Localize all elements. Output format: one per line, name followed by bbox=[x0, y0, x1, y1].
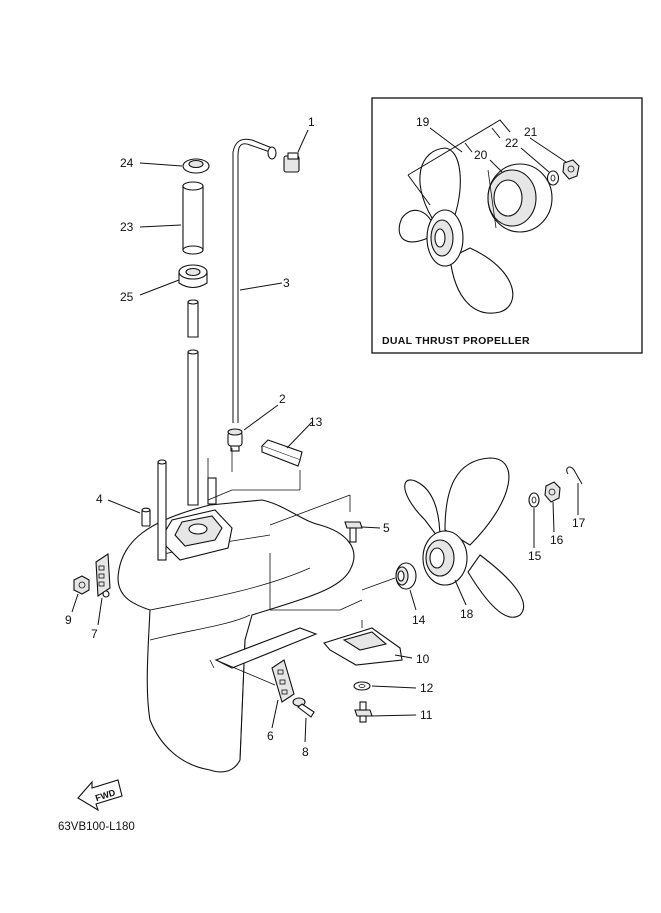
callout-24: 24 bbox=[120, 156, 134, 170]
grommet-1 bbox=[283, 152, 300, 173]
diagram-code: 63VB100-L180 bbox=[58, 821, 135, 833]
propeller-18 bbox=[404, 457, 525, 618]
callout-6: 6 bbox=[267, 729, 274, 743]
callout-leaders bbox=[71, 129, 579, 743]
callout-8: 8 bbox=[302, 745, 309, 759]
nut-9 bbox=[73, 575, 90, 595]
water-pipe-3 bbox=[237, 143, 271, 423]
callout-10: 10 bbox=[416, 652, 430, 666]
seal-2 bbox=[227, 428, 243, 452]
callout-22: 22 bbox=[505, 136, 519, 150]
damper-13 bbox=[261, 439, 303, 467]
callout-11: 11 bbox=[420, 708, 433, 722]
callout-1: 1 bbox=[308, 115, 315, 129]
cotter-pin-17 bbox=[566, 466, 583, 485]
callout-19: 19 bbox=[416, 115, 430, 129]
callout-17: 17 bbox=[572, 516, 586, 530]
seal-24 bbox=[182, 158, 210, 174]
callout-3: 3 bbox=[283, 276, 290, 290]
washer-15 bbox=[528, 492, 540, 508]
callout-4: 4 bbox=[96, 492, 103, 506]
callout-16: 16 bbox=[550, 533, 564, 547]
fwd-arrow-icon: FWD bbox=[77, 779, 123, 812]
bolt-5 bbox=[344, 521, 363, 543]
dowel-pin-4 bbox=[141, 507, 151, 527]
callout-25: 25 bbox=[120, 290, 134, 304]
callout-23: 23 bbox=[120, 220, 134, 234]
callout-13: 13 bbox=[309, 415, 323, 429]
callout-5: 5 bbox=[383, 521, 390, 535]
assembly-lines bbox=[207, 448, 396, 686]
callout-7: 7 bbox=[91, 627, 98, 641]
sleeve-23 bbox=[182, 181, 204, 255]
lower-casing bbox=[117, 459, 355, 773]
callout-2: 2 bbox=[279, 392, 286, 406]
screw-8 bbox=[292, 697, 315, 718]
callout-12: 12 bbox=[420, 681, 434, 695]
grommet-25 bbox=[178, 264, 208, 289]
drive-shaft bbox=[187, 299, 199, 506]
inset-title: DUAL THRUST PROPELLER bbox=[382, 335, 530, 347]
inset-washer-22 bbox=[546, 170, 560, 186]
dual-thrust-propeller-inset: DUAL THRUST PROPELLER bbox=[371, 97, 643, 354]
callout-9: 9 bbox=[65, 613, 72, 627]
inset-nut-21 bbox=[562, 159, 580, 180]
trim-tab-10 bbox=[323, 627, 403, 666]
nut-16 bbox=[544, 481, 561, 503]
callout-14: 14 bbox=[412, 613, 426, 627]
clamp-6 bbox=[271, 659, 295, 703]
inset-thrust-hub-20 bbox=[487, 163, 553, 233]
clamp-7 bbox=[95, 553, 111, 598]
callout-20: 20 bbox=[474, 148, 488, 162]
callout-18: 18 bbox=[460, 607, 474, 621]
callout-15: 15 bbox=[528, 549, 542, 563]
thrust-washer-14 bbox=[395, 562, 417, 590]
washer-12 bbox=[353, 681, 371, 691]
inset-propeller-19 bbox=[398, 147, 514, 314]
callout-21: 21 bbox=[524, 125, 538, 139]
bolt-11 bbox=[354, 701, 373, 723]
